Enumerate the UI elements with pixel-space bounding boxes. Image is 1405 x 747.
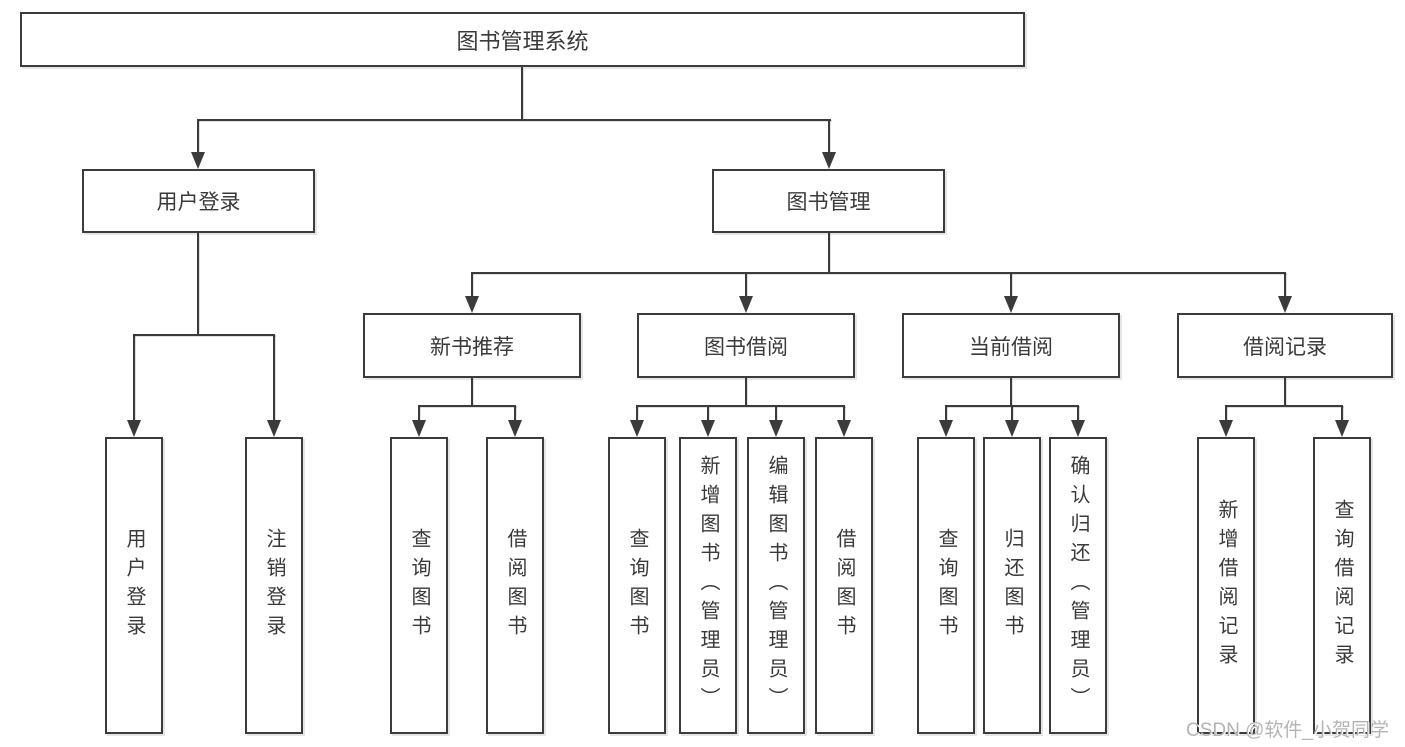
connector-borrow-stem xyxy=(745,378,747,406)
node-label: 查询图书 xyxy=(935,527,957,644)
arrow-down-icon xyxy=(1219,420,1233,437)
arrow-down-icon xyxy=(508,420,522,437)
connector-root-crossbar xyxy=(197,119,831,121)
connector-leaf xyxy=(418,405,420,420)
node-label: 归还图书 xyxy=(1001,527,1023,644)
connector-leaf xyxy=(1341,405,1343,420)
connector-to-leaf-login xyxy=(133,334,135,420)
connector-to-user-login xyxy=(197,119,199,152)
arrow-down-icon xyxy=(465,296,479,313)
arrow-down-icon xyxy=(267,420,281,437)
leaf-add-books-admin: 新增图书（管理员） xyxy=(679,437,737,734)
node-label: 图书借阅 xyxy=(704,335,788,359)
leaf-borrow-books: 借阅图书 xyxy=(815,437,873,734)
node-label: 借阅记录 xyxy=(1243,335,1327,359)
node-label: 用户登录 xyxy=(123,527,145,644)
node-book-borrow: 图书借阅 xyxy=(637,313,855,378)
leaf-confirm-return-admin: 确认归还（管理员） xyxy=(1049,437,1107,734)
connector-user-login-stem xyxy=(197,233,199,335)
connector-to-leaf-logout xyxy=(273,334,275,420)
node-label: 当前借阅 xyxy=(969,335,1053,359)
arrow-down-icon xyxy=(837,420,851,437)
leaf-borrow-books-recommend: 借阅图书 xyxy=(486,437,544,734)
connector-user-login-crossbar xyxy=(133,334,275,336)
leaf-query-books-recommend: 查询图书 xyxy=(390,437,448,734)
leaf-query-books-current: 查询图书 xyxy=(917,437,975,734)
arrow-down-icon xyxy=(1005,420,1019,437)
leaf-user-login: 用户登录 xyxy=(105,437,163,734)
node-label: 查询借阅记录 xyxy=(1331,498,1353,673)
node-label: 注销登录 xyxy=(263,527,285,644)
node-current-borrow: 当前借阅 xyxy=(902,313,1120,378)
arrow-down-icon xyxy=(127,420,141,437)
node-library-management-system: 图书管理系统 xyxy=(20,12,1025,67)
connector-leaf xyxy=(843,405,845,420)
arrow-down-icon xyxy=(1004,296,1018,313)
node-label: 借阅图书 xyxy=(833,527,855,644)
node-label: 图书管理 xyxy=(786,191,871,214)
connector-to-current-borrow xyxy=(1010,272,1012,296)
connector-borrow-crossbar xyxy=(636,405,845,407)
leaf-add-borrow-record: 新增借阅记录 xyxy=(1197,437,1255,734)
node-label: 新书推荐 xyxy=(430,335,514,359)
arrow-down-icon xyxy=(412,420,426,437)
node-label: 用户登录 xyxy=(156,191,241,214)
connector-to-book-management xyxy=(828,119,830,152)
connector-leaf xyxy=(775,405,777,420)
node-label: 查询图书 xyxy=(626,527,648,644)
csdn-watermark: CSDN @软件_小贺同学 xyxy=(1186,720,1389,741)
connector-leaf xyxy=(1225,405,1227,420)
connector-recommend-stem xyxy=(471,378,473,406)
connector-root-stem xyxy=(521,67,523,120)
arrow-down-icon xyxy=(939,420,953,437)
connector-leaf xyxy=(945,405,947,420)
connector-to-new-book-recommend xyxy=(471,272,473,296)
arrow-down-icon xyxy=(769,420,783,437)
arrow-down-icon xyxy=(701,420,715,437)
connector-leaf xyxy=(636,405,638,420)
connector-leaf xyxy=(1077,405,1079,420)
node-user-login: 用户登录 xyxy=(82,169,315,233)
node-label: 图书管理系统 xyxy=(456,28,589,54)
node-label: 编辑图书（管理员） xyxy=(765,455,787,716)
leaf-edit-books-admin: 编辑图书（管理员） xyxy=(747,437,805,734)
connector-book-management-stem xyxy=(828,232,830,273)
arrow-down-icon xyxy=(822,152,836,169)
node-label: 新增借阅记录 xyxy=(1215,498,1237,673)
leaf-query-books-borrow: 查询图书 xyxy=(608,437,666,734)
node-label: 确认归还（管理员） xyxy=(1067,455,1089,716)
arrow-down-icon xyxy=(1278,296,1292,313)
node-book-management: 图书管理 xyxy=(712,169,945,233)
node-borrow-records: 借阅记录 xyxy=(1177,313,1393,378)
connector-records-stem xyxy=(1284,378,1286,406)
node-label: 借阅图书 xyxy=(504,527,526,644)
connector-records-crossbar xyxy=(1225,405,1343,407)
arrow-down-icon xyxy=(739,296,753,313)
connector-leaf xyxy=(1011,405,1013,420)
leaf-logout: 注销登录 xyxy=(245,437,303,734)
arrow-down-icon xyxy=(191,152,205,169)
arrow-down-icon xyxy=(1071,420,1085,437)
node-new-book-recommend: 新书推荐 xyxy=(363,313,581,378)
arrow-down-icon xyxy=(1335,420,1349,437)
connector-book-management-crossbar xyxy=(471,272,1286,274)
connector-leaf xyxy=(707,405,709,420)
connector-recommend-crossbar xyxy=(418,405,516,407)
node-label: 查询图书 xyxy=(408,527,430,644)
arrow-down-icon xyxy=(630,420,644,437)
node-label: 新增图书（管理员） xyxy=(697,455,719,716)
leaf-query-borrow-record: 查询借阅记录 xyxy=(1313,437,1371,734)
connector-current-stem xyxy=(1010,378,1012,406)
connector-to-borrow-records xyxy=(1284,272,1286,296)
connector-leaf xyxy=(514,405,516,420)
leaf-return-books: 归还图书 xyxy=(983,437,1041,734)
connector-to-book-borrow xyxy=(745,272,747,296)
